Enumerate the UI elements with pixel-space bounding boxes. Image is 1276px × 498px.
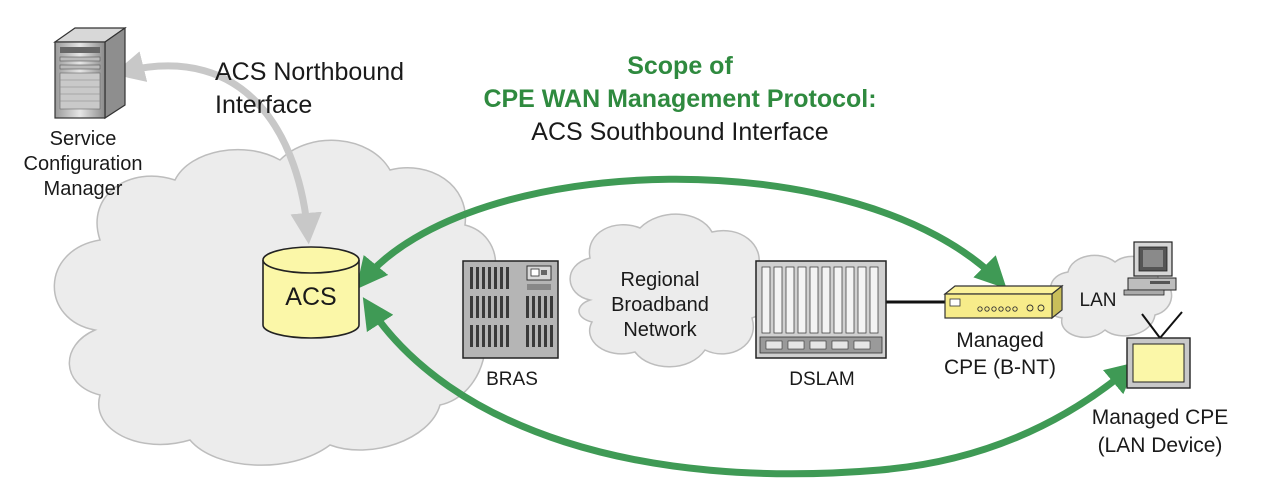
bnt-device-icon (943, 284, 1064, 320)
dslam-label: DSLAM (789, 369, 854, 390)
title-line-3: ACS Southbound Interface (531, 118, 828, 146)
regional-label-line-3: Network (623, 319, 697, 341)
service-manager-label-line-1: Service (50, 128, 117, 150)
acs-database-icon (262, 246, 360, 339)
cpe-lan-label-line-2: (LAN Device) (1098, 434, 1223, 457)
service-manager-label-line-2: Configuration (24, 153, 143, 175)
acs-to-lan-device-arrow (362, 297, 1138, 478)
acs-label: ACS (285, 283, 336, 311)
cpe-lan-label-line-1: Managed CPE (1092, 406, 1229, 429)
computer-icon (1123, 241, 1177, 296)
cpe-bnt-label-line-2: CPE (B-NT) (944, 356, 1056, 379)
acs-to-bnt-arrow (356, 175, 1007, 290)
bras-label: BRAS (486, 369, 538, 390)
regional-label-line-1: Regional (621, 269, 700, 291)
cpe-bnt-label-line-1: Managed (956, 329, 1044, 352)
northbound-arrow (112, 51, 322, 245)
regional-label-line-2: Broadband (611, 294, 709, 316)
northbound-label-line-1: ACS Northbound (215, 58, 404, 86)
bras-icon (462, 260, 559, 359)
server-icon (53, 26, 127, 120)
title-line-1: Scope of (627, 52, 733, 80)
tv-icon (1126, 311, 1191, 389)
title-line-2: CPE WAN Management Protocol: (483, 85, 876, 113)
service-manager-label-line-3: Manager (44, 178, 123, 200)
lan-label: LAN (1080, 290, 1117, 311)
dslam-icon (755, 260, 887, 359)
northbound-label-line-2: Interface (215, 91, 312, 119)
